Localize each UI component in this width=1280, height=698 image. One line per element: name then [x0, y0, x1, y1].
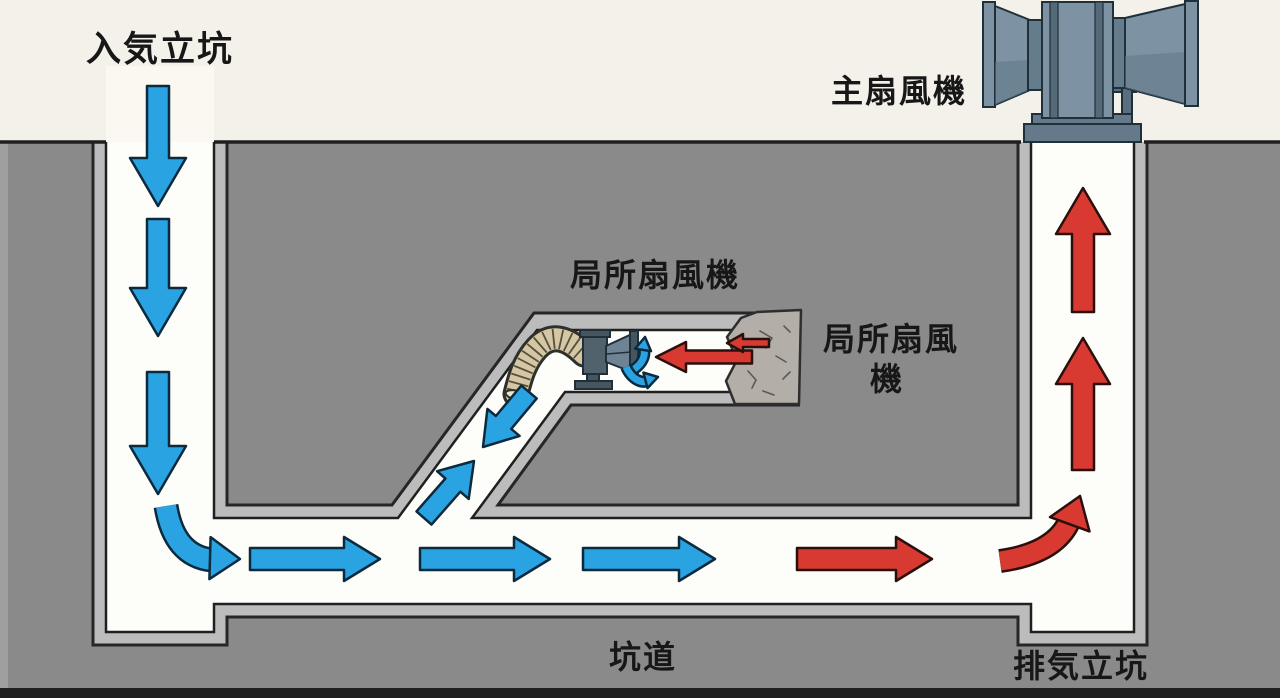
tunnel-inner-outline [104, 142, 1136, 634]
exhaust-shaft-label: 排気立坑 [1013, 648, 1149, 684]
airflow-arrows [128, 84, 1112, 583]
main-fan-label: 主扇風機 [831, 73, 967, 109]
duct-segment-line [532, 336, 548, 354]
fresh-air-arrow-corner-body [156, 504, 214, 570]
duct-segment-line [558, 329, 565, 350]
main-fan-body-bar-left [1049, 1, 1059, 119]
duct-segment-line [568, 337, 582, 355]
rock-face [724, 308, 803, 406]
fresh-air-arrow-shaft-2 [128, 217, 188, 338]
labels: 入気立坑 主扇風機 局所扇風機 局所扇風 機 坑道 排気立坑 [86, 29, 1149, 684]
main-fan-left-neck [1027, 19, 1043, 91]
local-fan-right-label-line2: 機 [870, 361, 904, 397]
local-fan-cap [579, 329, 611, 338]
local-fan-body [582, 333, 608, 375]
main-fan-machine [982, 0, 1199, 143]
bottom-band [0, 688, 1280, 698]
exhaust-arrow-shaft-1 [1054, 336, 1112, 472]
fresh-air-arrow-branch-down [481, 384, 538, 449]
duct-segment-line [541, 331, 552, 351]
fresh-air-arrow-tunnel-1 [248, 535, 382, 583]
exhaust-arrow-shaft-2 [1054, 186, 1112, 314]
main-fan-left-plate [982, 1, 996, 108]
local-fan-base [574, 380, 613, 390]
exhaust-arrow-corner-head [1048, 494, 1091, 533]
tunnel-label: 坑道 [609, 639, 677, 675]
duct-segment-line [517, 357, 536, 369]
tunnel-outer-outline [91, 142, 1149, 647]
exhaust-arrow-heading-large [654, 340, 754, 374]
fresh-air-arrow-shaft-3 [128, 370, 188, 496]
fresh-air-arrow-tunnel-2 [418, 535, 552, 583]
local-fan-machine [574, 329, 639, 390]
duct-segment-line [551, 328, 556, 349]
ground-edge-highlight [0, 142, 8, 688]
duct-segment-line [513, 364, 534, 375]
fresh-air-swirl-top-head [633, 335, 653, 353]
fresh-air-arrow-shaft-1 [128, 84, 188, 208]
fresh-air-arrow-corner-head [208, 535, 242, 581]
local-fan-top-label: 局所扇風機 [570, 257, 740, 293]
duct-segment-line [526, 343, 544, 358]
main-fan-base [1023, 123, 1142, 143]
exhaust-arrow-tunnel [795, 535, 934, 583]
main-fan-right-neck [1112, 17, 1126, 89]
fresh-air-arrow-branch-up [415, 459, 476, 526]
duct-segment-line [562, 332, 574, 352]
fresh-air-arrow-tunnel-3 [581, 535, 717, 583]
main-fan-right-plate [1184, 0, 1199, 107]
fresh-air-swirl-bottom-head [642, 371, 660, 390]
duct-segment-line [508, 380, 529, 388]
local-fan-right-label-line1: 局所扇風 [823, 321, 959, 357]
rock-cracks [747, 325, 791, 396]
exhaust-arrow-heading-small [725, 332, 771, 354]
duct-segment-line [511, 372, 531, 381]
duct-segment-line [521, 350, 540, 363]
intake-shaft-label: 入気立坑 [86, 29, 234, 69]
main-fan-body-bar-right [1094, 1, 1104, 119]
